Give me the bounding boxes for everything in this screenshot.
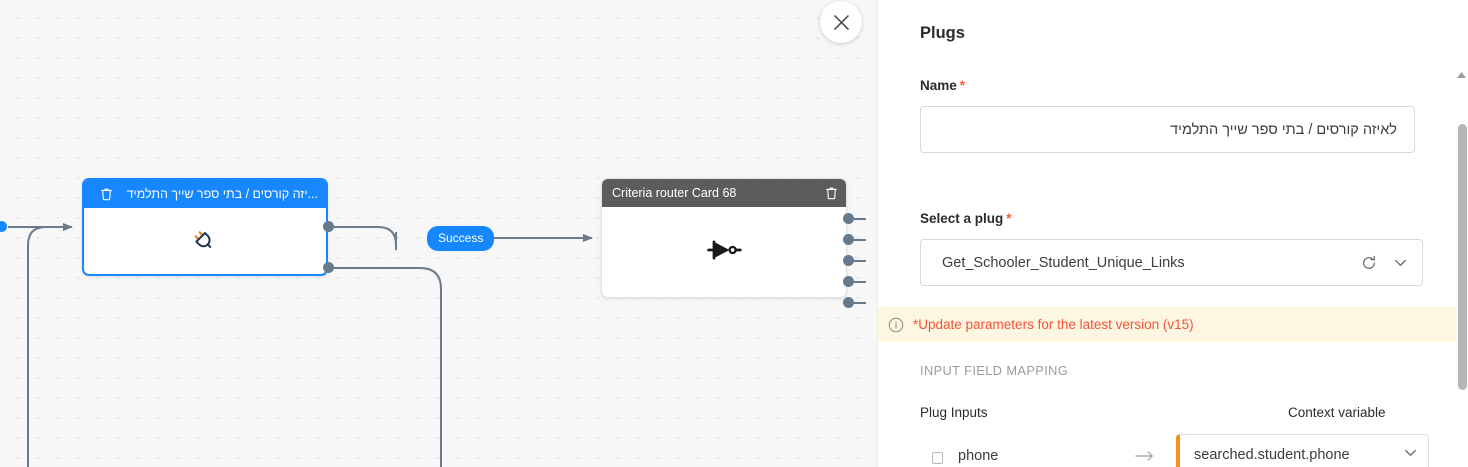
panel-scrollbar-thumb[interactable]	[1458, 124, 1467, 390]
plug-inputs-column-header: Plug Inputs	[920, 405, 988, 420]
edge-label-success[interactable]: Success	[427, 226, 495, 251]
node-criteria-router-header[interactable]: Criteria router Card 68	[602, 179, 846, 207]
flow-canvas[interactable]: ...יזה קורסים / בתי ספר שייך התלמיד	[0, 0, 877, 467]
port-stub-4	[854, 281, 866, 283]
node-criteria-router-output-port-4[interactable]	[843, 276, 854, 287]
context-variable-value: searched.student.phone	[1194, 447, 1350, 463]
node-criteria-router-output-port-2[interactable]	[843, 234, 854, 245]
node-criteria-router[interactable]: Criteria router Card 68	[601, 178, 847, 298]
mapping-row: phone searched.student.phone	[920, 434, 1440, 467]
node-criteria-router-title: Criteria router Card 68	[612, 186, 737, 200]
plugs-side-panel: Plugs Name* Select a plug* Get_Schooler_…	[877, 0, 1468, 467]
select-plug-dropdown[interactable]: Get_Schooler_Student_Unique_Links	[920, 239, 1423, 286]
logic-gate-icon	[704, 237, 744, 268]
port-stub-1	[854, 218, 866, 220]
node-criteria-router-output-port-1[interactable]	[843, 213, 854, 224]
close-icon	[833, 14, 850, 31]
node-criteria-router-output-port-5[interactable]	[843, 297, 854, 308]
chevron-down-icon[interactable]	[1393, 255, 1408, 270]
chevron-down-icon[interactable]	[1403, 445, 1418, 465]
name-input[interactable]	[920, 106, 1415, 153]
input-field-mapping-label: INPUT FIELD MAPPING	[920, 363, 1069, 378]
select-plug-label-text: Select a plug	[920, 211, 1004, 226]
context-variable-column-header: Context variable	[1288, 405, 1386, 420]
node-plug-body	[84, 208, 326, 274]
info-icon	[888, 317, 904, 333]
flow-edges	[8, 223, 593, 467]
node-criteria-router-body	[602, 207, 846, 297]
version-warning-text: *Update parameters for the latest versio…	[913, 317, 1194, 332]
node-plug-output-port-1[interactable]	[323, 221, 334, 232]
mapping-field-name: phone	[958, 448, 999, 464]
port-stub-3	[854, 260, 866, 262]
trash-icon[interactable]	[825, 186, 838, 200]
select-plug-value: Get_Schooler_Student_Unique_Links	[942, 254, 1185, 271]
node-plug[interactable]: ...יזה קורסים / בתי ספר שייך התלמיד	[82, 178, 328, 276]
context-variable-dropdown[interactable]: searched.student.phone	[1176, 434, 1429, 467]
mapping-arrow-icon	[1135, 449, 1155, 463]
node-plug-header[interactable]: ...יזה קורסים / בתי ספר שייך התלמיד	[84, 180, 326, 208]
required-marker: *	[1006, 211, 1012, 226]
node-plug-output-port-2[interactable]	[323, 262, 334, 273]
required-marker: *	[959, 78, 966, 93]
select-plug-label: Select a plug*	[920, 211, 1012, 226]
page-title: Plugs	[920, 24, 965, 42]
node-plug-title: ...יזה קורסים / בתי ספר שייך התלמיד	[126, 187, 318, 201]
refresh-icon[interactable]	[1361, 255, 1377, 271]
plug-icon	[190, 224, 220, 259]
mapping-row-checkbox[interactable]	[932, 452, 943, 464]
triangle-up-icon[interactable]	[1456, 66, 1467, 84]
plugs-panel-content: Plugs Name* Select a plug* Get_Schooler_…	[878, 0, 1457, 467]
node-criteria-router-output-port-3[interactable]	[843, 255, 854, 266]
trash-icon[interactable]	[100, 187, 113, 201]
close-panel-button[interactable]	[820, 1, 862, 43]
name-field-label: Name*	[920, 78, 965, 93]
version-warning-banner: *Update parameters for the latest versio…	[878, 307, 1457, 342]
port-stub-2	[854, 239, 866, 241]
name-label-text: Name	[920, 78, 957, 93]
edge-source-port[interactable]	[0, 221, 7, 232]
panel-scrollbar[interactable]	[1456, 0, 1468, 467]
port-stub-5	[854, 302, 866, 304]
